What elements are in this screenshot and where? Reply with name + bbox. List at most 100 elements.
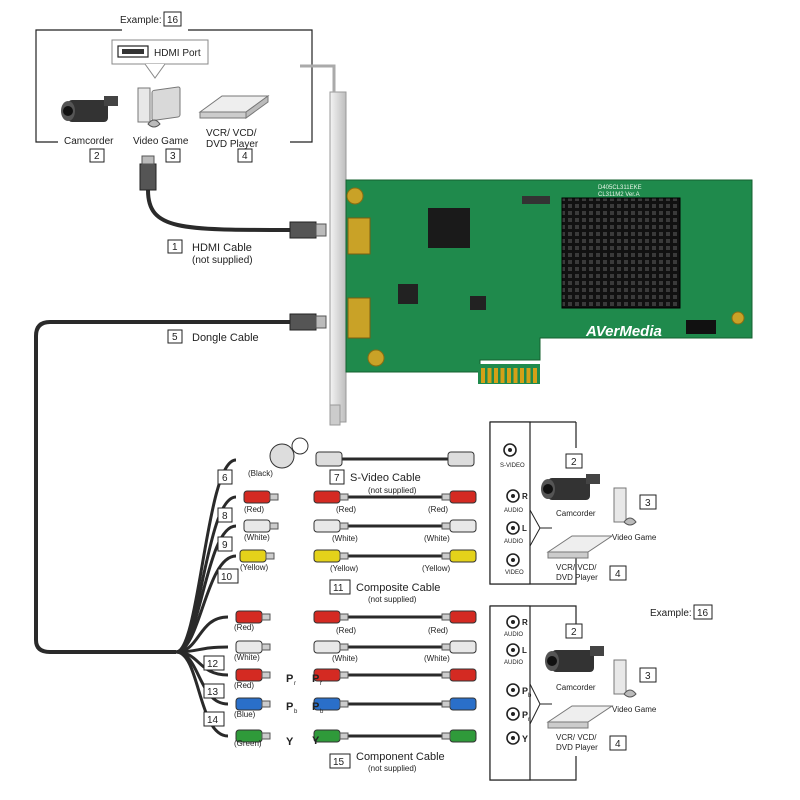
card-chip-main — [428, 208, 470, 248]
num-13: 13 — [207, 687, 219, 698]
component-audio-white-left-tip — [339, 643, 349, 651]
compo-red-left: (Red) — [336, 626, 356, 635]
comp-yellow-left: (Yellow) — [330, 564, 358, 573]
dongle-white-plug-tip — [269, 522, 279, 530]
compo-pr-sub: r — [320, 681, 322, 687]
dongle-yellow-plug-tip — [265, 552, 275, 560]
card-heatsink — [561, 197, 681, 309]
panel1-player-line2: DVD Player — [556, 573, 598, 582]
panel2-pr: P — [522, 710, 528, 720]
comp-white-left: (White) — [332, 534, 358, 543]
dongle-cable-label: Dongle Cable — [192, 332, 259, 344]
hdmi-cable-plug-right — [289, 221, 317, 239]
component-pb-right — [449, 697, 477, 711]
component-y-right-tip — [441, 732, 451, 740]
panel2-video-game-num: 3 — [645, 671, 651, 682]
component-y-left-tip — [339, 732, 349, 740]
card-brand: AVerMedia — [585, 323, 662, 340]
gold-pin — [481, 368, 485, 383]
composite-yellow-left-tip — [339, 552, 349, 560]
panel2-pb: P — [522, 686, 528, 696]
dongle-y-letter: Y — [286, 736, 294, 748]
dongle-plugs: (Black) (Red) (White) (Yellow) (Red) (Wh… — [203, 437, 309, 748]
top-camcorder-label: Camcorder — [64, 136, 114, 147]
dongle-pb-plug — [235, 697, 263, 711]
pcie-edge-connector — [478, 364, 540, 384]
panel2-player-num: 4 — [615, 739, 621, 750]
panel1-l: L — [522, 524, 527, 533]
panel1-player-num: 4 — [615, 569, 621, 580]
component-audio-red-left — [313, 610, 341, 624]
dongle-pb-sub: b — [294, 709, 298, 715]
svideo-plug-left — [315, 451, 343, 467]
panel1-camcorder-label: Camcorder — [556, 509, 596, 518]
component-audio-red-right — [449, 610, 477, 624]
dongle-red3-label: (Red) — [234, 681, 254, 690]
gold-pin — [487, 368, 492, 383]
dongle-pb-plug-tip — [261, 700, 271, 708]
hdmi-cable: 1 HDMI Cable (not supplied) — [139, 155, 327, 266]
panel1-video-game-label: Video Game — [612, 533, 657, 542]
panel2-pb-sub: b — [528, 693, 532, 699]
composite-red-right-tip — [441, 493, 451, 501]
dongle-branch — [175, 458, 237, 654]
composite-white-left-tip — [339, 522, 349, 530]
component-audio-red-right-tip — [441, 613, 451, 621]
panel1-video-game-icon — [613, 487, 637, 526]
top-example-group: Example: 16 HDMI Port Camcorder 2 Video … — [35, 11, 313, 163]
compo-pb-sub: b — [320, 709, 324, 715]
panel2-video-game-icon — [613, 659, 637, 698]
dongle-white2-plug — [235, 640, 263, 654]
dongle-white2-plug-tip — [261, 643, 271, 651]
hdmi-port-label: HDMI Port — [154, 48, 201, 59]
panel1-camcorder-num: 2 — [571, 457, 577, 468]
compo-red-right: (Red) — [428, 626, 448, 635]
dongle-pr-plug-tip — [261, 671, 271, 679]
top-example-num: 16 — [167, 15, 179, 26]
camcorder-icon — [61, 96, 118, 122]
panel2-audio-l: AUDIO — [504, 660, 523, 666]
panel2-example-label: Example: — [650, 608, 692, 619]
panel1-camcorder-icon — [541, 474, 600, 500]
panel2-pr-sub: r — [528, 717, 530, 723]
dongle-red2-plug-tip — [261, 613, 271, 621]
component-pr-right — [449, 668, 477, 682]
panel-component: Example: 16 R AUDIO L AUDIO P b P r Y 2 … — [489, 604, 713, 781]
panel-composite: S-VIDEO R AUDIO L AUDIO VIDEO 2 Camcorde… — [489, 421, 657, 585]
svideo-cable-num: 7 — [334, 473, 340, 484]
component-audio-white-left — [313, 640, 341, 654]
dongle-plug — [289, 313, 317, 331]
dvd-player-icon — [198, 95, 270, 119]
hdmi-cable-plug-top — [139, 163, 157, 191]
dongle-pr-letter: P — [286, 673, 293, 685]
gold-pin — [507, 368, 511, 383]
panel2-dvd-player-icon — [546, 705, 614, 729]
top-video-game-label: Video Game — [133, 136, 189, 147]
panel2-player-line2: DVD Player — [556, 743, 598, 752]
card-hdmi-socket-1 — [347, 217, 371, 255]
panel1-svideo-label: S-VIDEO — [500, 463, 525, 469]
panel1-video-game-num: 3 — [645, 498, 651, 509]
component-audio-white-right — [449, 640, 477, 654]
dongle-white2-label: (White) — [234, 653, 260, 662]
panel2-player-line1: VCR/ VCD/ — [556, 733, 597, 742]
panel2-example-num: 16 — [697, 608, 709, 619]
dongle-cable: 5 Dongle Cable — [34, 313, 327, 738]
panel2-camcorder-num: 2 — [571, 627, 577, 638]
compo-white-left: (White) — [332, 654, 358, 663]
component-pb-right-tip — [441, 700, 451, 708]
panel2-l: L — [522, 646, 527, 655]
dongle-white-label: (White) — [244, 533, 270, 542]
dongle-branch — [175, 650, 229, 738]
dongle-pr-plug — [235, 668, 263, 682]
panel1-dvd-player-icon — [546, 535, 614, 559]
comp-red-left: (Red) — [336, 505, 356, 514]
top-camcorder-num: 2 — [94, 151, 100, 162]
num-10: 10 — [221, 572, 233, 583]
composite-cable-label: Composite Cable — [356, 582, 440, 594]
composite-red-right — [449, 490, 477, 504]
dongle-red-plug-tip — [269, 493, 279, 501]
card-pcb — [345, 179, 753, 373]
dongle-red-plug — [243, 490, 271, 504]
